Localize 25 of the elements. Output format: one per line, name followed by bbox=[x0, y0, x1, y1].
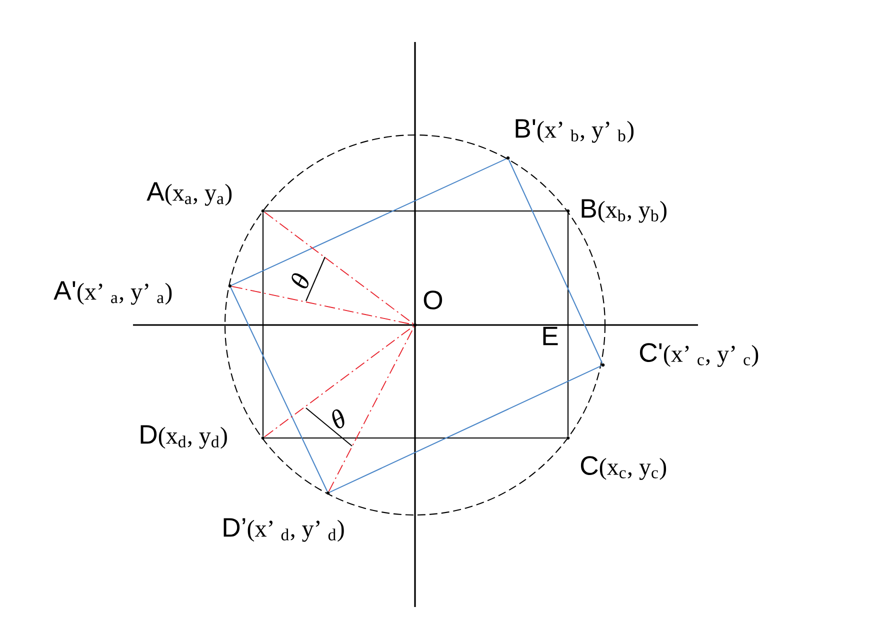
point-label: O bbox=[424, 290, 442, 310]
line bbox=[231, 286, 414, 326]
line bbox=[567, 212, 569, 436]
vertex-point bbox=[261, 436, 265, 440]
line bbox=[328, 326, 415, 492]
line bbox=[264, 212, 414, 324]
point-label: E bbox=[543, 326, 558, 346]
vertex-point bbox=[566, 209, 570, 213]
vertex-point bbox=[566, 436, 570, 440]
line bbox=[508, 160, 603, 364]
line bbox=[262, 212, 264, 436]
vertex-point bbox=[601, 363, 605, 367]
line bbox=[264, 210, 566, 212]
line bbox=[330, 365, 602, 493]
vertex-point bbox=[228, 284, 232, 288]
line bbox=[264, 437, 566, 439]
vertex-point bbox=[506, 156, 510, 160]
angle-label: θ bbox=[332, 409, 344, 428]
vertex-point bbox=[413, 323, 417, 327]
vertex-point bbox=[326, 491, 330, 495]
angle-label: θ bbox=[292, 273, 309, 288]
line bbox=[232, 158, 506, 286]
line bbox=[230, 288, 328, 492]
line bbox=[264, 326, 414, 438]
vertex-point bbox=[261, 209, 265, 213]
